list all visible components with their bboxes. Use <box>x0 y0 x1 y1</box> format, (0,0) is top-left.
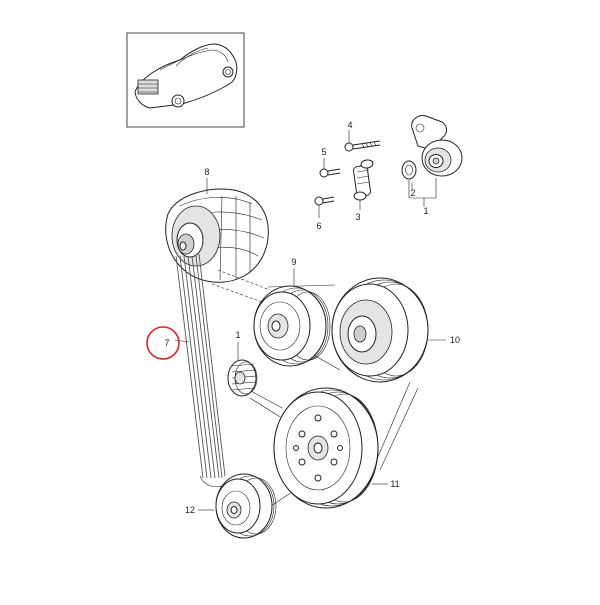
callout-5: 5 <box>321 147 326 157</box>
spacer-washer <box>401 160 417 180</box>
alternator <box>165 178 269 283</box>
callout-labels: 1 2 3 4 5 6 7 8 9 10 11 12 1 <box>164 120 460 515</box>
callout-12: 12 <box>185 505 195 515</box>
crankshaft-pulley <box>273 387 388 509</box>
bolt-long <box>344 130 381 152</box>
bolt-small-lower <box>314 196 335 218</box>
compressor-pulley <box>331 277 446 383</box>
callout-11: 11 <box>390 479 399 489</box>
highlight-circle <box>146 326 180 360</box>
rear-wheel-icon <box>171 94 185 108</box>
callout-7: 7 <box>164 338 169 348</box>
callout-leaders-1-2 <box>408 178 437 207</box>
callout-8: 8 <box>204 167 209 177</box>
idler-pulley-lower <box>198 473 277 539</box>
callout-1-roller: 1 <box>235 330 240 340</box>
callout-4: 4 <box>347 120 352 130</box>
callout-3: 3 <box>355 212 360 222</box>
bolt-small-upper <box>319 158 341 178</box>
callout-10: 10 <box>450 335 460 345</box>
idler-pulley-upper <box>253 268 331 367</box>
tensioner-assembly <box>401 115 463 180</box>
vehicle-thumbnail <box>126 32 245 128</box>
callout-6: 6 <box>316 221 321 231</box>
tensioner-damper <box>352 159 374 210</box>
callout-2: 2 <box>410 188 415 198</box>
car-icon <box>134 43 238 109</box>
front-wheel-icon <box>222 66 234 78</box>
idler-roller-small <box>227 342 258 397</box>
engine-lid-grille-icon <box>137 79 159 95</box>
drive-belt <box>174 253 227 488</box>
callout-9: 9 <box>291 257 296 267</box>
callout-1: 1 <box>423 206 428 216</box>
